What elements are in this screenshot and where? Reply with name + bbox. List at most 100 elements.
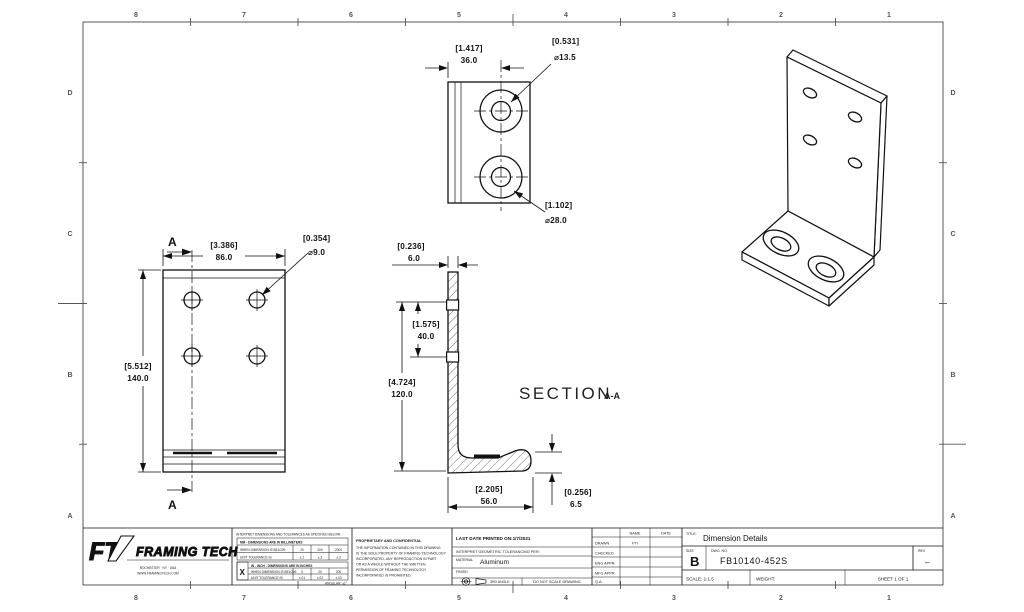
logo-name-text: FRAMING TECH <box>136 545 238 559</box>
company-address-1: ROCHESTER · NY · USA <box>140 566 177 570</box>
sheet-info: SHEET 1 OF 1 <box>878 577 909 582</box>
section-spacing-value: 40.0 <box>418 332 435 341</box>
section-profile <box>447 271 532 474</box>
zone-bottom-3: 3 <box>672 595 676 602</box>
unit-checkbox: X <box>240 568 246 577</box>
title-block: FT FRAMING TECH ROCHESTER · NY · USA WWW… <box>83 527 943 586</box>
zone-bottom-8: 8 <box>134 595 138 602</box>
proprietary-note: PROPRIETARY AND CONFIDENTIAL THE INFORMA… <box>356 539 447 578</box>
inch-limit-1: 3 <box>301 570 303 574</box>
frontview-height-bracket: [5.512] <box>124 362 151 371</box>
zone-top-6: 6 <box>349 12 353 19</box>
inch-limit-3: 200 <box>336 570 342 574</box>
title-area: TITLE: Dimension Details SIZE B DWG. NO.… <box>686 532 930 582</box>
row-mfg-appr: MFG APPR. <box>595 572 616 576</box>
metric-limit-3: 2000 <box>335 548 342 552</box>
topview-hole-value: ⌀13.5 <box>554 53 576 62</box>
frontview-width-bracket: [3.386] <box>210 241 237 250</box>
hole-circle-1 <box>490 100 512 122</box>
projection-label: 3RD ANGLE <box>490 580 510 584</box>
zone-top-3: 3 <box>672 12 676 19</box>
section-label: SECTION <box>519 384 612 403</box>
metric-tol-3: ±.3 <box>336 555 341 559</box>
section-ref: A-A <box>604 391 620 401</box>
inch-row-label: WHEN DIMENSION IS BELOW: <box>251 570 297 574</box>
topview-cbore-bracket: [1.102] <box>545 201 572 210</box>
row-drawn: DRAWN <box>595 542 609 546</box>
scale-value: SCALE: 1:1.5 <box>686 577 714 582</box>
section-thickness-value: 6.0 <box>408 254 420 263</box>
rev-value: – <box>925 558 930 567</box>
zone-bottom-2: 2 <box>779 595 783 602</box>
cbore-circle-1 <box>479 89 523 133</box>
company-logo: FT FRAMING TECH ROCHESTER · NY · USA WWW… <box>88 535 238 576</box>
drawing-title: Dimension Details <box>703 534 767 543</box>
proprietary-line: IS THE SOLE PROPERTY OF FRAMING TECHNOLO… <box>356 552 447 556</box>
metric-limit-2: 200 <box>317 548 323 552</box>
zone-top-5: 5 <box>457 12 461 19</box>
isometric-view <box>741 49 888 307</box>
proprietary-line: THE INFORMATION CONTAINED IN THIS DRAWIN… <box>356 546 441 550</box>
frontview-height-value: 140.0 <box>127 374 149 383</box>
topview-width-bracket: [1.417] <box>455 44 482 53</box>
proprietary-title: PROPRIETARY AND CONFIDENTIAL <box>356 539 422 543</box>
zone-top-4: 4 <box>564 12 568 19</box>
zone-left-a: A <box>67 513 72 520</box>
metric-row-label: WHEN DIMENSION IS BELOW: <box>240 548 286 552</box>
name-col-header: NAME <box>630 532 641 536</box>
date-col-header: DATE <box>661 532 671 536</box>
tolerance-table: INTERPRET DIMENSIONS AND TOLERANCES AS S… <box>236 533 349 586</box>
section-basethk-value: 6.5 <box>570 500 582 509</box>
section-view: [0.236] 6.0 [1.575] 40.0 [4.724] 120.0 [… <box>380 242 620 513</box>
section-basethk-bracket: [0.256] <box>564 488 591 497</box>
zone-bottom-1: 1 <box>887 595 891 602</box>
tolerance-note: INTERPRET DIMENSIONS AND TOLERANCES AS S… <box>236 533 341 537</box>
row-eng-appr: ENG APPR. <box>595 562 615 566</box>
drawn-name: FTI <box>632 542 638 546</box>
topview-hole-bracket: [0.531] <box>552 37 579 46</box>
section-height-bracket: [4.724] <box>388 378 415 387</box>
iso-plate-holes <box>802 87 863 169</box>
zone-right-b: B <box>950 372 955 379</box>
front-view: A A [3.386] 86.0 [5.512] 140.0 [0.354] ⌀… <box>116 234 330 512</box>
section-letter-top: A <box>168 235 177 249</box>
inch-tol-3: ±.03 <box>335 576 341 580</box>
dwg-no: FB10140-452S <box>720 556 788 566</box>
metric-limit-1: 20 <box>300 548 304 552</box>
zone-right-d: D <box>950 90 955 97</box>
zone-top-1: 1 <box>887 12 891 19</box>
zone-left-d: D <box>67 90 72 97</box>
section-base-value: 56.0 <box>481 497 498 506</box>
section-thickness-bracket: [0.236] <box>397 242 424 251</box>
inch-header: IN - INCH - DIMENSIONS ARE IN INCHES <box>251 564 312 568</box>
inch-tol-1: ±.01 <box>299 576 305 580</box>
zone-top-8: 8 <box>134 12 138 19</box>
zone-top-2: 2 <box>779 12 783 19</box>
finish-label: FINISH <box>456 570 468 574</box>
logo-slash <box>107 535 136 562</box>
zone-bottom-6: 6 <box>349 595 353 602</box>
hole-circle-2 <box>490 166 512 188</box>
material-value: Aluminum <box>480 559 509 566</box>
angular-note: ANGULAR: ±1° <box>325 582 348 586</box>
dwg-label: DWG. NO. <box>711 549 728 553</box>
weight-label: WEIGHT: <box>756 577 775 582</box>
metric-tol-label: UNIT TOLERANCE IS: <box>240 555 273 559</box>
topview-width-value: 36.0 <box>461 56 478 65</box>
size-value: B <box>690 554 699 569</box>
front-holes <box>181 289 268 367</box>
zone-top-7: 7 <box>242 12 246 19</box>
company-address-2: WWW.FRAMINGTECH.COM <box>137 572 179 576</box>
top-view: [1.417] 36.0 [0.531] ⌀13.5 [1.102] ⌀28.0 <box>425 37 579 225</box>
zone-bottom-5: 5 <box>457 595 461 602</box>
zone-left-b: B <box>67 372 72 379</box>
info-column: LAST DATE PRINTED ON:1/7/2021 INTERPRET … <box>456 536 581 586</box>
do-not-scale: DO NOT SCALE DRAWING <box>533 580 581 584</box>
proprietary-line: OR AS A WHOLE WITHOUT THE WRITTEN <box>356 563 426 567</box>
section-height-value: 120.0 <box>391 390 413 399</box>
rev-label: REV <box>918 549 926 553</box>
frontview-width-value: 86.0 <box>216 253 233 262</box>
zone-bottom-4: 4 <box>564 595 568 602</box>
metric-header: MM - DIMENSIONS ARE IN MILLIMETERS <box>240 541 302 545</box>
